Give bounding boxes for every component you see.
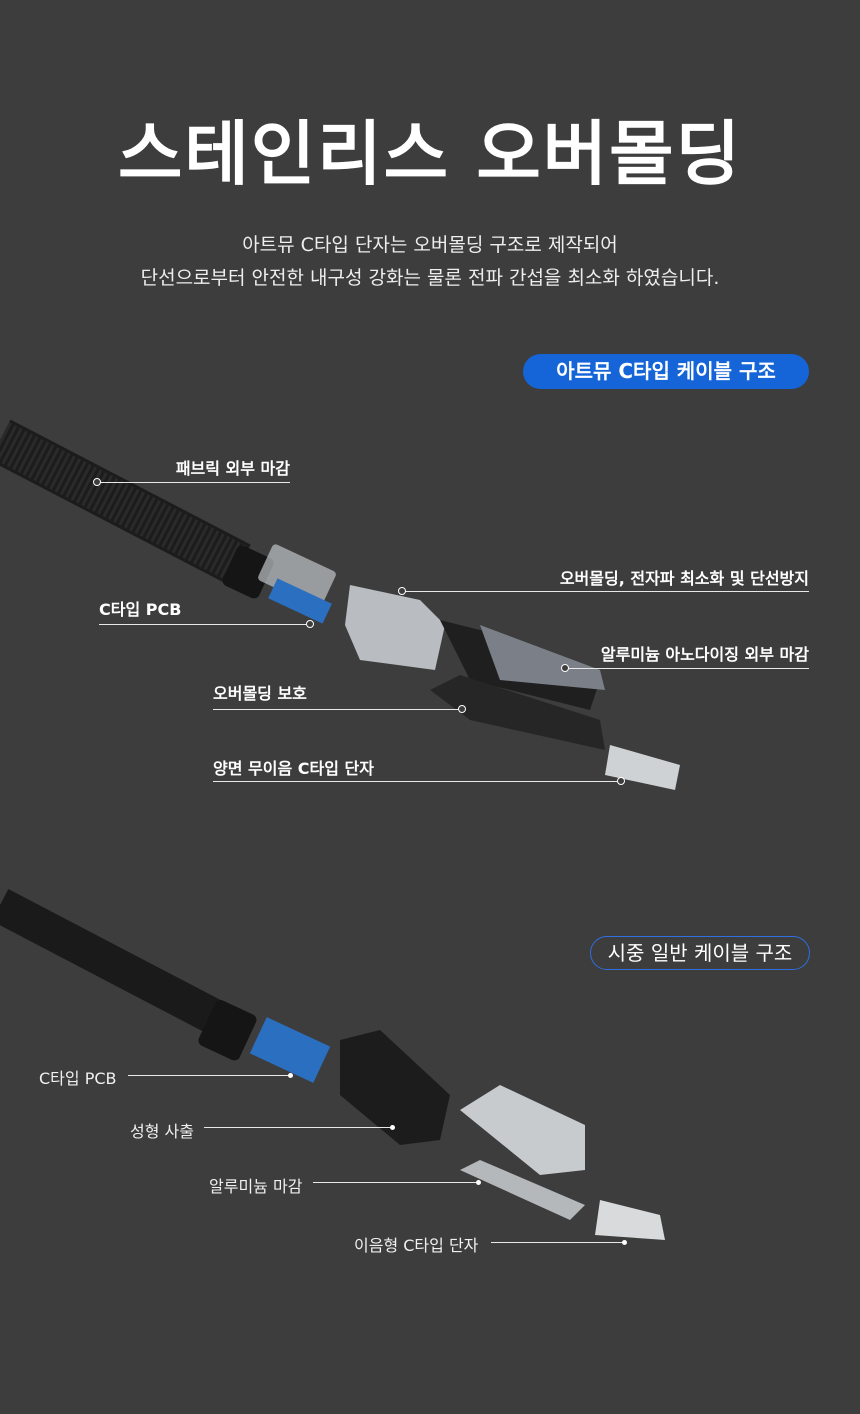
- artmu-cable-exploded: [0, 419, 680, 790]
- leader-line: [402, 591, 809, 592]
- leader-line: [204, 1127, 392, 1128]
- generic-structure-badge: 시중 일반 케이블 구조: [590, 936, 810, 970]
- page-title: 스테인리스 오버몰딩: [118, 113, 742, 195]
- label-seamless-connector: 양면 무이음 C타입 단자: [213, 759, 374, 778]
- leader-line: [491, 1242, 624, 1243]
- leader-dot: [288, 1073, 293, 1078]
- leader-line: [565, 668, 809, 669]
- leader-dot: [306, 620, 314, 628]
- label-aluminum-finish: 알루미늄 마감: [209, 1177, 303, 1196]
- leader-line: [99, 624, 310, 625]
- leader-line: [97, 482, 290, 483]
- label-generic-pcb: C타입 PCB: [39, 1069, 117, 1088]
- artmu-structure-badge: 아트뮤 C타입 케이블 구조: [523, 354, 809, 389]
- leader-dot: [476, 1180, 481, 1185]
- subtitle-line-1: 아트뮤 C타입 단자는 오버몰딩 구조로 제작되어: [242, 234, 618, 256]
- label-overmolding: 오버몰딩, 전자파 최소화 및 단선방지: [559, 569, 809, 588]
- leader-dot: [93, 478, 101, 486]
- label-fabric-finish: 패브릭 외부 마감: [175, 459, 290, 478]
- leader-line: [213, 781, 621, 782]
- leader-dot: [622, 1240, 627, 1245]
- label-overmolding-protection: 오버몰딩 보호: [213, 684, 307, 703]
- leader-dot: [398, 587, 406, 595]
- label-aluminum-anodizing: 알루미늄 아노다이징 외부 마감: [600, 645, 809, 664]
- label-ctype-pcb: C타입 PCB: [99, 600, 182, 619]
- generic-cable-exploded: [0, 889, 665, 1240]
- leader-dot: [617, 777, 625, 785]
- label-jointed-connector: 이음형 C타입 단자: [354, 1236, 479, 1255]
- leader-dot: [458, 705, 466, 713]
- leader-line: [128, 1075, 290, 1076]
- leader-line: [213, 709, 462, 710]
- subtitle-line-2: 단선으로부터 안전한 내구성 강화는 물론 전파 간섭을 최소화 하였습니다.: [140, 267, 720, 289]
- label-injection-molding: 성형 사출: [130, 1122, 194, 1141]
- leader-dot: [390, 1125, 395, 1130]
- leader-dot: [561, 664, 569, 672]
- leader-line: [313, 1182, 478, 1183]
